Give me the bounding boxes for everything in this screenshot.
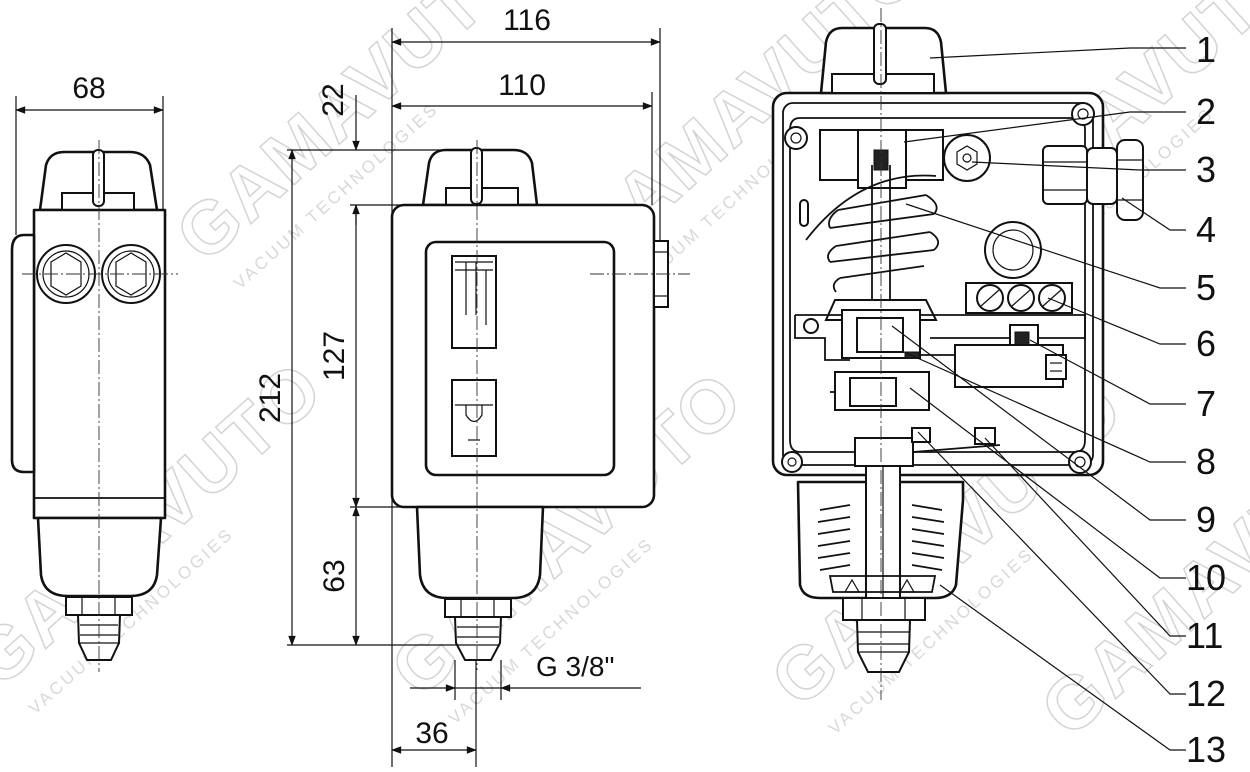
front-view: 68 [10, 72, 178, 672]
differential-scale-window [451, 379, 497, 457]
range-scale-window [451, 255, 497, 349]
part-number-1: 1 [1196, 29, 1216, 70]
part-number-10: 10 [1186, 557, 1226, 598]
part-number-6: 6 [1196, 323, 1216, 364]
fitting-width-dimension: 36 [415, 717, 448, 750]
part-number-12: 12 [1186, 673, 1226, 714]
bottom-height-dimension: 63 [318, 559, 351, 592]
part-number-5: 5 [1196, 267, 1216, 308]
side-view: 116 110 22 212 127 63 36 G 3/8" [254, 4, 690, 767]
body-width-dimension: 110 [498, 69, 546, 102]
leader-lines [891, 47, 1186, 751]
body-height-dimension: 127 [318, 331, 351, 381]
thread-size-label: G 3/8" [536, 651, 614, 682]
part-number-labels: 1 2 3 4 5 6 7 8 9 10 11 12 13 [1186, 29, 1226, 770]
part-number-11: 11 [1186, 615, 1223, 656]
part-number-3: 3 [1196, 149, 1216, 190]
part-number-4: 4 [1196, 209, 1216, 250]
overall-width-dimension: 116 [503, 4, 551, 37]
front-width-dimension: 68 [72, 72, 105, 105]
part-number-8: 8 [1196, 441, 1216, 482]
part-number-9: 9 [1196, 499, 1216, 540]
part-number-2: 2 [1196, 91, 1216, 132]
knob-height-dimension: 22 [317, 83, 350, 116]
section-view: 1 2 3 4 5 6 7 8 9 10 11 12 13 [771, 8, 1226, 770]
part-number-13: 13 [1186, 729, 1226, 767]
part-number-7: 7 [1196, 383, 1216, 424]
overall-height-dimension: 212 [254, 373, 287, 423]
